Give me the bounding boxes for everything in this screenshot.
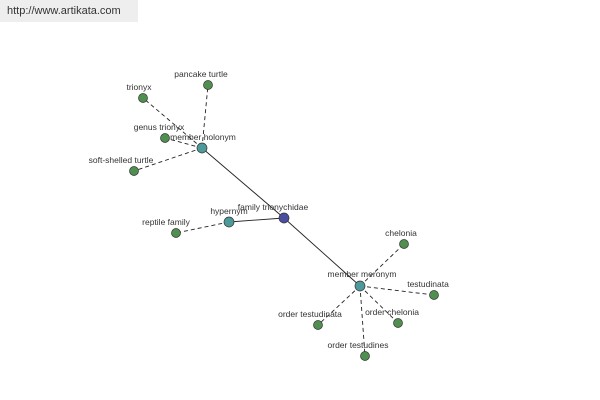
edge-member-holonym-leaf [142, 97, 203, 149]
edge-center-member-holonym [201, 147, 285, 219]
leaf-node-label: reptile family [142, 217, 190, 227]
edge-member-meronym-leaf [359, 285, 399, 324]
leaf-node[interactable] [393, 318, 403, 328]
relation-node-member-meronym[interactable] [354, 280, 366, 292]
edge-center-hypernym [228, 217, 285, 223]
edge-member-meronym-leaf [317, 285, 361, 326]
leaf-node[interactable] [429, 290, 439, 300]
edge-member-meronym-leaf [359, 243, 405, 287]
leaf-node-label: trionyx [126, 82, 152, 92]
leaf-node[interactable] [313, 320, 323, 330]
relation-node-label-member-holonym: member holonym [170, 132, 236, 142]
relation-node-label-hypernym: hypernym [210, 206, 247, 216]
edge-member-meronym-leaf [359, 285, 366, 357]
relation-node-hypernym[interactable] [223, 216, 235, 228]
leaf-node[interactable] [138, 93, 148, 103]
leaf-node-label: order chelonia [365, 307, 419, 317]
leaf-node-label: order testudines [328, 340, 389, 350]
center-node-label: family trionychidae [238, 202, 309, 212]
relation-node-member-holonym[interactable] [196, 142, 208, 154]
relation-node-label-member-meronym: member meronym [328, 269, 397, 279]
leaf-node[interactable] [399, 239, 409, 249]
edge-member-meronym-leaf [359, 285, 435, 296]
edge-hypernym-leaf [175, 221, 230, 234]
leaf-node-label: pancake turtle [174, 69, 228, 79]
leaf-node[interactable] [203, 80, 213, 90]
watermark-url: http://www.artikata.com [0, 0, 138, 22]
edge-member-holonym-leaf [133, 147, 203, 172]
edge-member-holonym-leaf [164, 137, 203, 149]
leaf-node-label: chelonia [385, 228, 417, 238]
leaf-node[interactable] [160, 133, 170, 143]
leaf-node-label: testudinata [407, 279, 449, 289]
leaf-node-label: genus trionyx [134, 122, 185, 132]
leaf-node-label: soft-shelled turtle [89, 155, 154, 165]
leaf-node-label: order testudinata [278, 309, 342, 319]
edge-member-holonym-leaf [201, 84, 209, 149]
leaf-node[interactable] [129, 166, 139, 176]
leaf-node[interactable] [360, 351, 370, 361]
center-node[interactable] [278, 212, 290, 224]
edge-center-member-meronym [283, 217, 361, 287]
leaf-node[interactable] [171, 228, 181, 238]
